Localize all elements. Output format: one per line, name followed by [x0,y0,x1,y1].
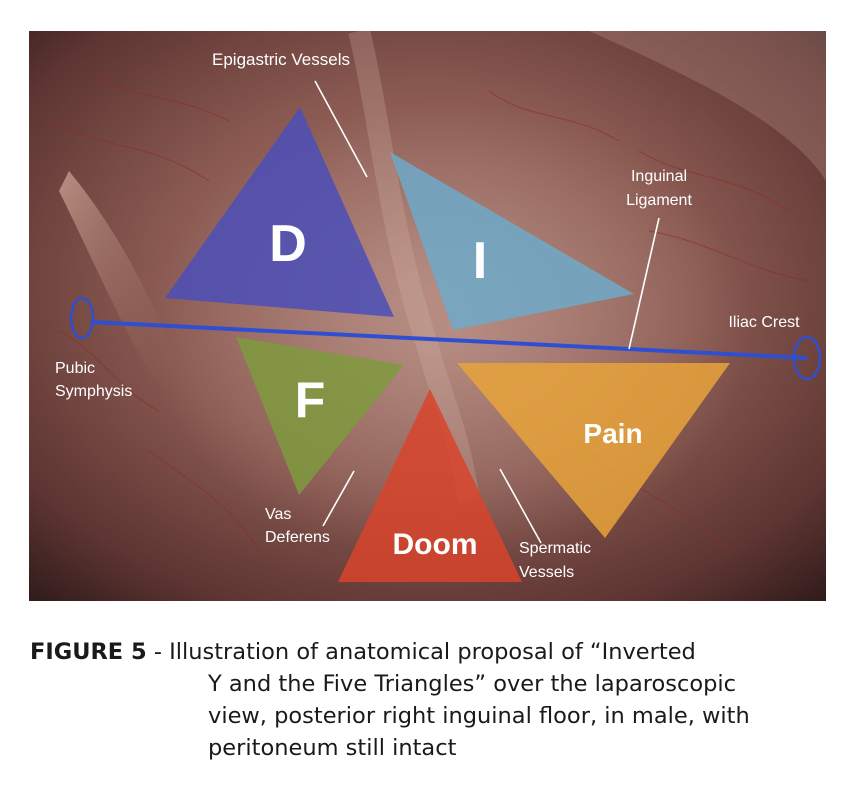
pubic-iliac-reference-line [90,320,808,360]
caption-figure-label: FIGURE 5 [30,639,147,665]
inguinal-ligament-label-line1: Inguinal [631,168,687,185]
tissue-fold-left [59,171,182,390]
triangle-f [236,337,404,495]
triangle-pain-label: Pain [583,418,642,449]
pubic-symphysis-marker [69,296,95,340]
triangle-pain [457,363,730,538]
triangle-doom [338,389,522,582]
spermatic-vessels-label-line1: Spermatic [519,540,591,557]
triangle-doom-label: Doom [393,528,478,561]
triangle-d-label: D [269,215,307,273]
vas-deferens-pointer [322,470,355,527]
triangle-f-label: F [295,372,326,428]
caption-text-line-1: - Illustration of anatomical proposal of… [146,639,696,665]
inguinal-ligament-label-line2: Ligament [626,192,692,209]
spermatic-pointer [499,468,542,544]
iliac-crest-label: Iliac Crest [728,314,800,331]
pubic-symphysis-label-line1: Pubic [55,360,95,377]
vas-deferens-label-line2: Deferens [265,529,330,546]
pubic-symphysis-label-line2: Symphysis [55,383,132,400]
epigastric-pointer [314,80,368,178]
tissue-fold-top-right [589,31,826,181]
spermatic-vessels-label-line2: Vessels [519,564,574,581]
triangle-i-label: I [473,232,487,290]
inguinal-pointer [628,217,660,350]
caption-line-2: Y and the Five Triangles” over the lapar… [208,671,737,697]
caption-line-3: view, posterior right inguinal floor, in… [208,703,750,729]
caption-line-4: peritoneum still intact [208,735,457,761]
triangle-d [165,107,394,317]
pointer-lines [314,80,660,544]
laparoscopic-figure-image: D I F Doom Pain Epigastric Vessels Ingui… [29,31,826,601]
figure-caption: FIGURE 5 - Illustration of anatomical pr… [30,636,830,764]
epigastric-vessels-label: Epigastric Vessels [212,50,350,69]
triangle-i [390,152,634,330]
tissue-ridge [348,31,480,503]
iliac-crest-marker [792,335,822,381]
vas-deferens-label-line1: Vas [265,506,291,523]
caption-line-1: FIGURE 5 - Illustration of anatomical pr… [30,636,830,668]
